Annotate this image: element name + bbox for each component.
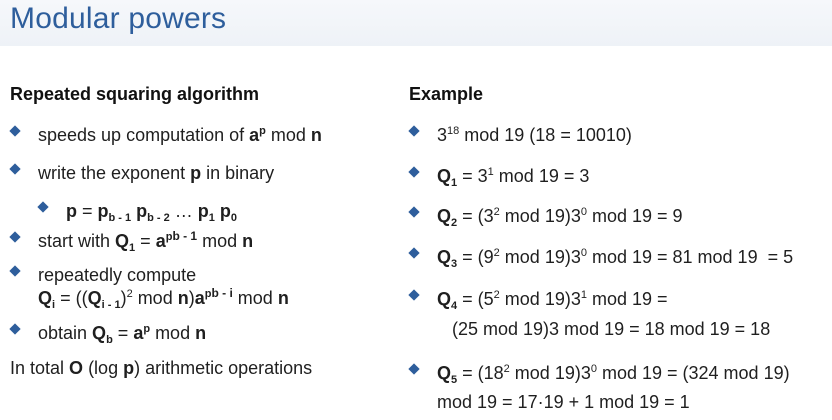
diamond-bullet-icon	[9, 163, 21, 175]
bullet-write-exponent: write the exponent p in binary	[9, 162, 274, 184]
summary-line: In total O (log p) arithmetic operations	[10, 358, 313, 378]
example-q5-cont: mod 19 = 17·19 + 1 mod 19 = 1	[437, 392, 690, 412]
formula-qi: Qi = ((Qi - 1)2 mod n)apb - i mod n	[38, 286, 289, 311]
bullet-repeatedly-compute: repeatedly compute	[9, 264, 196, 286]
example-q5: Q5 = (182 mod 19)30 mod 19 = (324 mod 19…	[408, 362, 790, 386]
example-q3: Q3 = (92 mod 19)30 mod 19 = 81 mod 19 = …	[408, 246, 793, 270]
example-q4: Q4 = (52 mod 19)31 mod 19 =	[408, 288, 668, 312]
slide-title: Modular powers	[10, 2, 227, 35]
diamond-bullet-icon	[408, 166, 420, 178]
diamond-bullet-icon	[37, 201, 49, 213]
diamond-bullet-icon	[9, 231, 21, 243]
diamond-bullet-icon	[408, 363, 420, 375]
diamond-bullet-icon	[408, 247, 420, 259]
left-heading: Repeated squaring algorithm	[10, 84, 260, 104]
diamond-bullet-icon	[9, 323, 21, 335]
right-heading: Example	[409, 84, 484, 104]
diamond-bullet-icon	[9, 125, 21, 137]
diamond-bullet-icon	[408, 125, 420, 137]
example-q2: Q2 = (32 mod 19)30 mod 19 = 9	[408, 205, 683, 229]
bullet-binary-form: p = pb - 1 pb - 2 … p1 p0	[37, 200, 237, 224]
title-bar	[0, 0, 832, 46]
bullet-speeds-up: speeds up computation of ap mod n	[9, 124, 322, 146]
bullet-start-with: start with Q1 = apb - 1 mod n	[9, 230, 253, 254]
example-3-18: 318 mod 19 (18 = 10010)	[408, 124, 632, 146]
bullet-obtain: obtain Qb = ap mod n	[9, 322, 206, 346]
example-q1: Q1 = 31 mod 19 = 3	[408, 165, 589, 189]
diamond-bullet-icon	[408, 289, 420, 301]
example-q4-cont: (25 mod 19)3 mod 19 = 18 mod 19 = 18	[452, 319, 771, 339]
diamond-bullet-icon	[9, 265, 21, 277]
diamond-bullet-icon	[408, 206, 420, 218]
